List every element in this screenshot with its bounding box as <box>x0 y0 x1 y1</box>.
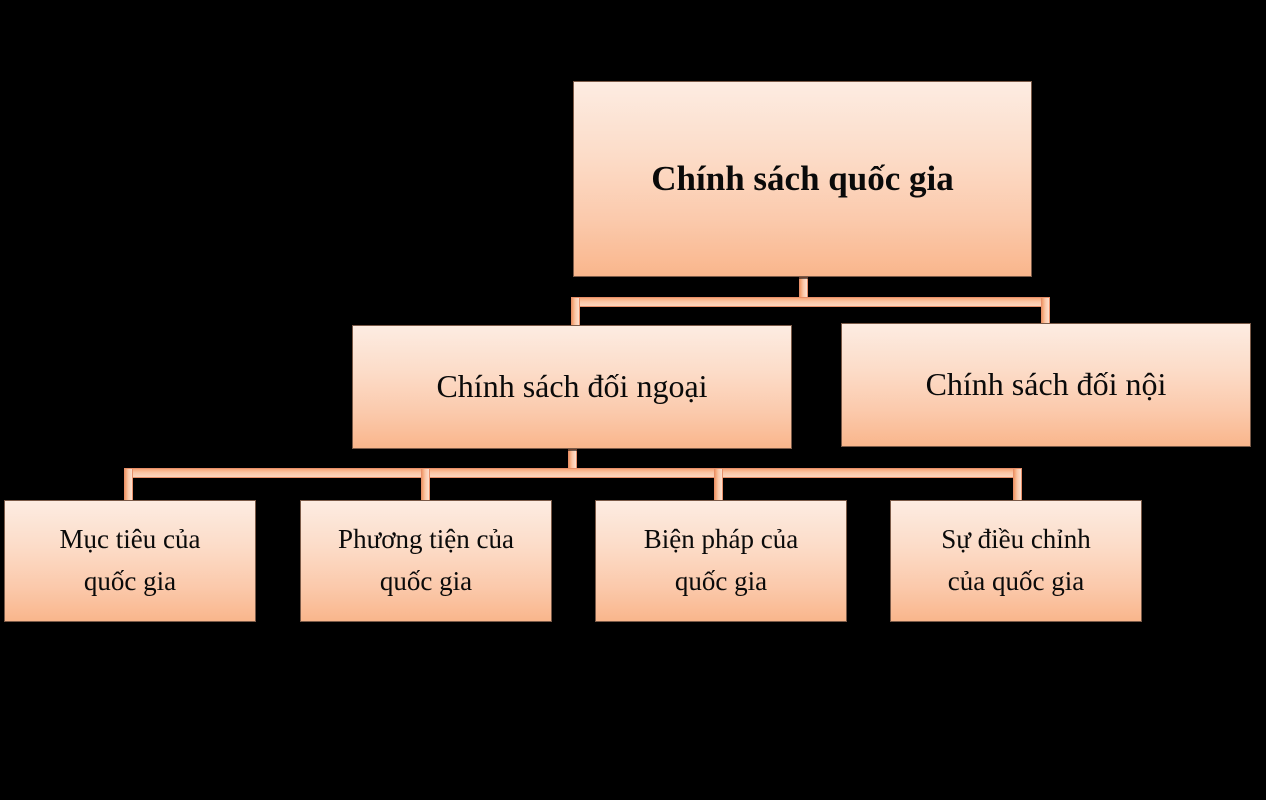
node-national-means-label: Phương tiện của quốc gia <box>338 524 514 596</box>
node-national-measures-label: Biện pháp của quốc gia <box>643 524 799 596</box>
node-national-adjustment: Sự điều chỉnh của quốc gia <box>890 500 1142 622</box>
node-foreign-policy-label: Chính sách đối ngoại <box>436 368 708 405</box>
node-national-goals: Mục tiêu của quốc gia <box>4 500 256 622</box>
connector-foreign-to-measures <box>714 468 723 502</box>
connector-foreign-to-adjustment <box>1013 468 1022 502</box>
node-domestic-policy: Chính sách đối nội <box>841 323 1251 447</box>
connector-foreign-horizontal <box>124 468 1022 478</box>
connector-foreign-to-means <box>421 468 430 502</box>
node-root-national-policy: Chính sách quốc gia <box>573 81 1032 277</box>
connector-root-horizontal <box>571 297 1050 307</box>
node-national-goals-label: Mục tiêu của quốc gia <box>59 524 201 596</box>
node-national-measures: Biện pháp của quốc gia <box>595 500 847 622</box>
connector-foreign-to-goals <box>124 468 133 502</box>
node-national-means: Phương tiện của quốc gia <box>300 500 552 622</box>
connector-root-to-foreign <box>571 297 580 327</box>
node-root-label: Chính sách quốc gia <box>651 158 954 198</box>
node-foreign-policy: Chính sách đối ngoại <box>352 325 792 449</box>
node-domestic-policy-label: Chính sách đối nội <box>925 366 1167 403</box>
node-national-adjustment-label: Sự điều chỉnh của quốc gia <box>941 524 1091 596</box>
